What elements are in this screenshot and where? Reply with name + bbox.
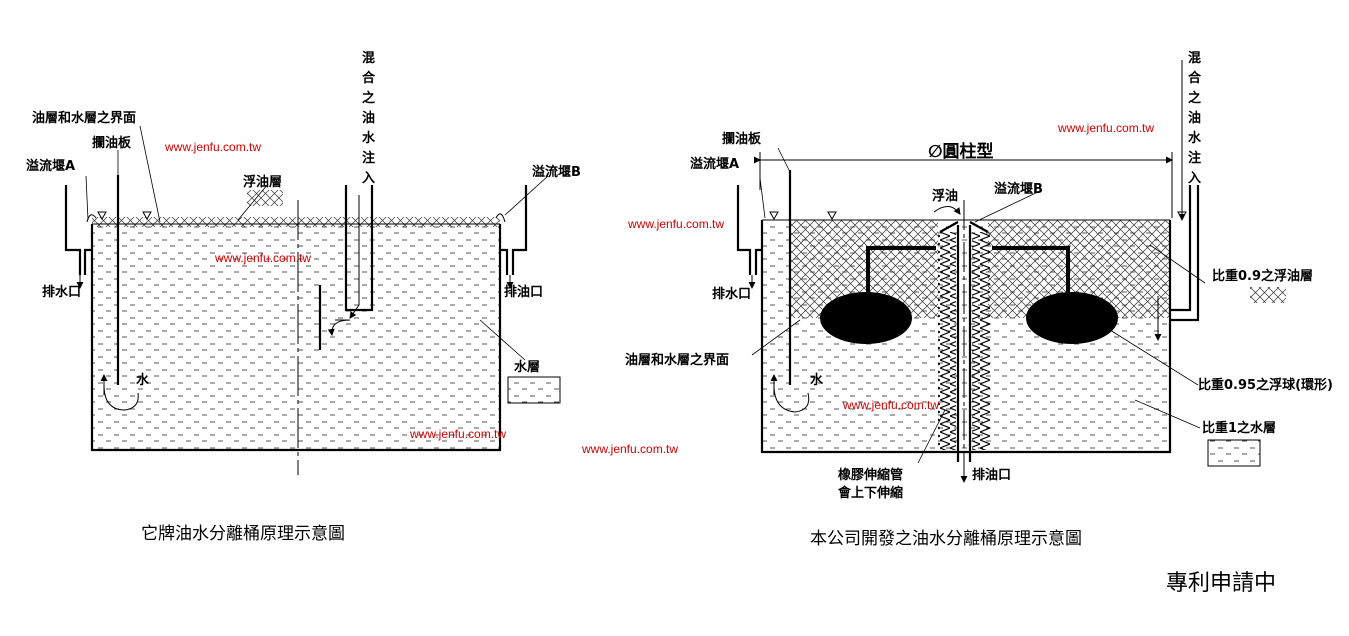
- left-weir-a-channel: [64, 185, 82, 275]
- right-inlet-char: 混: [1188, 51, 1201, 66]
- right-float-ball-right: [1026, 292, 1118, 344]
- left-inlet-char: 之: [362, 90, 375, 106]
- right-drain-oil-label: 排油口: [972, 467, 1011, 483]
- right-oil-legend: [1250, 287, 1286, 303]
- left-inlet-label: 混 合 之 油 水 注 入: [362, 51, 376, 186]
- right-cylinder-label: ∅圓柱型: [928, 141, 994, 162]
- right-bellows-label-2: 會上下伸縮: [838, 485, 903, 501]
- left-water-label: 水: [136, 372, 150, 388]
- left-drain-water-label: 排水口: [42, 284, 81, 300]
- left-inlet-char: 入: [362, 171, 375, 186]
- right-inlet-char: 油: [1188, 110, 1201, 126]
- left-inlet-char: 油: [362, 110, 375, 126]
- left-water-fill: [92, 224, 500, 450]
- left-float-oil-legend: [247, 190, 283, 206]
- right-weir-b-label: 溢流堰B: [994, 181, 1043, 197]
- left-baffle-label: 攔油板: [92, 135, 132, 151]
- left-tank-wall: [90, 224, 502, 452]
- right-inlet-char: 水: [1188, 130, 1202, 146]
- left-tank-diagram: [64, 125, 561, 475]
- left-inlet-char: 注: [362, 150, 375, 166]
- right-bellows-left: [938, 232, 956, 450]
- left-drain-oil-label: 排油口: [504, 284, 543, 300]
- right-tank-diagram: [736, 60, 1286, 483]
- right-inlet-char: 合: [1188, 70, 1202, 86]
- right-bellows-label-1: 橡膠伸縮管: [838, 467, 903, 483]
- right-water-layer-label: 比重1之水層: [1202, 420, 1276, 436]
- right-inlet-label: 混 合 之 油 水 注 入: [1188, 51, 1202, 186]
- left-water-legend: [507, 376, 561, 404]
- right-water-label: 水: [810, 372, 824, 388]
- right-interface-label: 油層和水層之界面: [625, 352, 729, 368]
- watermark: www.jenfu.com.tw: [842, 398, 939, 412]
- left-inlet-char: 混: [362, 51, 375, 66]
- watermark: www.jenfu.com.tw: [214, 251, 311, 265]
- right-float-ball-label: 比重0.95之浮球(環形): [1198, 377, 1333, 393]
- watermark: www.jenfu.com.tw: [164, 140, 261, 154]
- right-bellows-right: [972, 232, 990, 450]
- left-inlet-pipe: [344, 185, 374, 312]
- right-baffle-label: 攔油板: [722, 131, 762, 147]
- left-weir-b-label: 溢流堰B: [532, 164, 581, 180]
- right-weir-a-label: 溢流堰A: [690, 156, 739, 172]
- left-inlet-char: 合: [362, 70, 376, 86]
- right-float-oil-label: 浮油: [932, 188, 958, 204]
- watermark: www.jenfu.com.tw: [1057, 121, 1154, 135]
- right-water-legend: [1207, 439, 1261, 467]
- left-weir-b-channel: [511, 185, 528, 275]
- left-water-layer-label: 水層: [514, 359, 540, 375]
- watermark: www.jenfu.com.tw: [581, 442, 678, 456]
- left-weir-a-label: 溢流堰A: [26, 158, 75, 174]
- right-inlet-char: 注: [1188, 150, 1201, 166]
- left-caption: 它牌油水分離桶原理示意圖: [141, 524, 345, 544]
- watermark: www.jenfu.com.tw: [627, 217, 724, 231]
- right-caption: 本公司開發之油水分離桶原理示意圖: [810, 529, 1082, 549]
- right-inlet-char: 入: [1188, 171, 1201, 186]
- right-oil-layer-label: 比重0.9之浮油層: [1212, 268, 1313, 284]
- left-inlet-char: 水: [362, 130, 376, 146]
- right-drain-water-label: 排水口: [712, 286, 751, 302]
- right-float-ball-left: [820, 292, 912, 344]
- left-float-oil-label: 浮油層: [243, 174, 282, 190]
- patent-text: 專利申請中: [1166, 571, 1276, 596]
- left-interface-label: 油層和水層之界面: [32, 110, 136, 126]
- right-inlet-char: 之: [1188, 90, 1201, 106]
- left-oil-film: [92, 217, 500, 227]
- watermark: www.jenfu.com.tw: [409, 427, 506, 441]
- right-weir-a-channel: [736, 185, 752, 275]
- right-tank-wall: [760, 220, 1172, 454]
